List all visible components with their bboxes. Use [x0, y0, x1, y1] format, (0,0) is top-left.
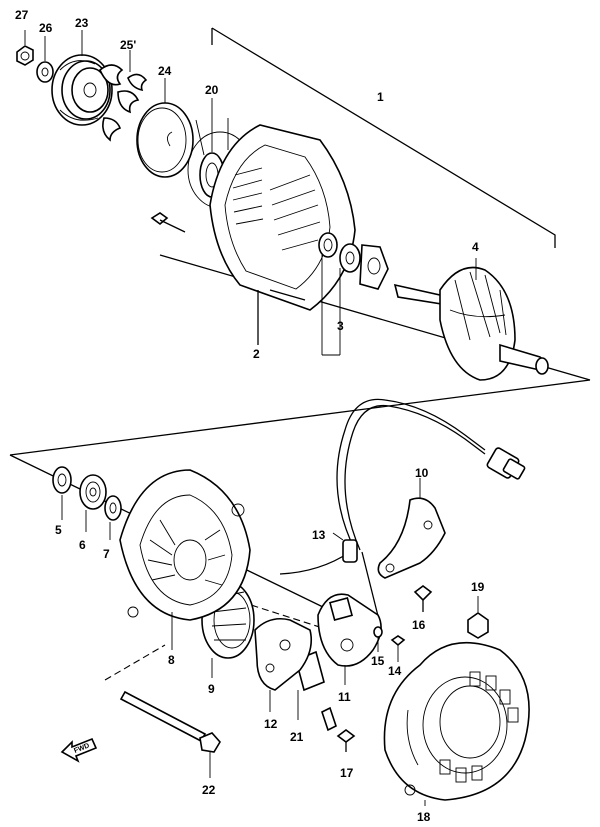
- callout-16: 16: [412, 618, 426, 632]
- callout-21: 21: [290, 730, 304, 744]
- callout-6: 6: [79, 538, 86, 552]
- callout-27: 27: [15, 8, 29, 22]
- callout-9: 9: [208, 682, 215, 696]
- part-13-wire-harness: [279, 398, 526, 633]
- part-4-rotor: [393, 258, 549, 381]
- part-5-washer: [52, 466, 72, 520]
- callout-2: 2: [253, 347, 260, 361]
- callout-14: 14: [388, 664, 402, 678]
- part-10-brush-plate: [377, 478, 446, 579]
- part-27-nut: [16, 30, 34, 66]
- rear-housing-ribs: [147, 519, 226, 586]
- callout-12: 12: [264, 717, 278, 731]
- callout-3: 3: [337, 319, 344, 333]
- fwd-arrow-icon: FWD: [60, 737, 98, 763]
- part-22-through-bolt: [119, 690, 221, 778]
- rear-cover-vents: [439, 671, 519, 783]
- callout-8: 8: [168, 653, 175, 667]
- callout-20: 20: [205, 83, 219, 97]
- callout-23: 23: [75, 16, 89, 30]
- part-3-bearing-seal: [321, 243, 389, 356]
- screw-front-housing: [150, 212, 186, 233]
- part-12-rectifier: [254, 617, 313, 712]
- part-16-screw: [413, 585, 433, 612]
- callout-5: 5: [55, 523, 62, 537]
- callout-1: 1: [377, 90, 384, 104]
- part-26-washer: [36, 36, 54, 83]
- callout-17: 17: [340, 766, 354, 780]
- part-18-rear-cover: [383, 642, 530, 806]
- callout-13: 13: [312, 528, 326, 542]
- callout-18: 18: [417, 810, 431, 824]
- part-24-spacer: [136, 78, 194, 178]
- part-6-bearing: [79, 474, 107, 532]
- callout-26: 26: [39, 21, 53, 35]
- part-11-regulator: [317, 593, 382, 685]
- part-7-seal: [104, 495, 122, 540]
- callout-4: 4: [472, 240, 479, 254]
- part-2-front-housing: [209, 124, 356, 345]
- part-19-nut: [467, 596, 489, 639]
- part-14-15-screw-washer: [373, 626, 406, 662]
- callout-24: 24: [158, 64, 172, 78]
- part-17-screw: [321, 706, 356, 752]
- front-housing-fins: [232, 167, 321, 251]
- callout-19: 19: [471, 580, 485, 594]
- callout-labels: 1 2 3 4 5 6 7 8 9 10 11 12 13 14 15 16 1…: [15, 8, 485, 824]
- part-25-fan: [99, 50, 148, 142]
- part-8-rear-housing: [119, 469, 251, 650]
- callout-10: 10: [415, 466, 429, 480]
- callout-11: 11: [338, 690, 351, 704]
- callout-25: 25': [120, 38, 136, 52]
- callout-15: 15: [371, 654, 385, 668]
- callout-7: 7: [103, 547, 110, 561]
- part-23-pulley: [51, 30, 113, 126]
- callout-22: 22: [202, 783, 216, 797]
